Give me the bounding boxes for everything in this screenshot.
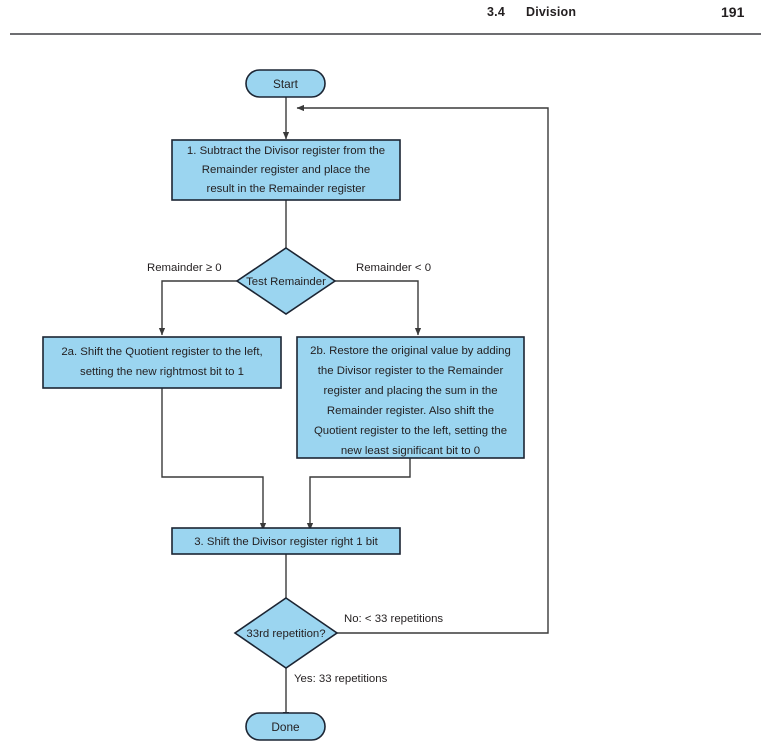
step2b-line-3: register and placing the sum in the: [323, 385, 497, 397]
step2a-line-1: 2a. Shift the Quotient register to the l…: [61, 346, 262, 358]
header-section-title: Division: [526, 5, 577, 19]
page-number: 191: [721, 4, 745, 20]
step3-line-1: 3. Shift the Divisor register right 1 bi…: [194, 536, 378, 548]
done-label: Done: [271, 720, 300, 734]
node-step2b[interactable]: 2b. Restore the original value by adding…: [296, 336, 525, 459]
step1-line-3: result in the Remainder register: [207, 183, 366, 195]
header-divider-rule: [10, 33, 761, 35]
edge-label-no-branch: No: < 33 repetitions: [344, 613, 443, 625]
edge-label-remainder-ge-zero: Remainder ≥ 0: [147, 262, 222, 274]
step1-shape: [171, 139, 401, 201]
connector-step2a-to-step3: [161, 388, 267, 531]
step2b-line-4: Remainder register. Also shift the: [327, 405, 494, 417]
step1-line-2: Remainder register and place the: [202, 164, 370, 176]
step1-line-1: 1. Subtract the Divisor register from th…: [187, 145, 385, 157]
running-head: 3.4 Division 191: [0, 0, 771, 40]
node-repetition-test[interactable]: 33rd repetition?: [233, 597, 339, 669]
node-test-remainder[interactable]: Test Remainder: [235, 247, 337, 315]
node-step2a[interactable]: 2a. Shift the Quotient register to the l…: [42, 336, 282, 389]
step3-shape: [171, 527, 401, 555]
connector-step2b-to-step3: [306, 458, 411, 531]
node-step1[interactable]: 1. Subtract the Divisor register from th…: [171, 139, 401, 201]
done-shape: [245, 712, 326, 741]
connector-test-right-branch: [335, 280, 422, 336]
node-done[interactable]: Done: [245, 712, 326, 741]
test-remainder-shape: [235, 247, 337, 315]
step2b-line-2: the Divisor register to the Remainder: [318, 365, 504, 377]
node-start[interactable]: Start: [245, 69, 326, 98]
step2b-line-1: 2b. Restore the original value by adding: [310, 345, 511, 357]
node-step3[interactable]: 3. Shift the Divisor register right 1 bi…: [171, 527, 401, 555]
start-label: Start: [273, 77, 299, 91]
start-shape: [245, 69, 326, 98]
step2b-line-5: Quotient register to the left, setting t…: [314, 425, 507, 437]
step2a-line-2: setting the new rightmost bit to 1: [80, 366, 244, 378]
flowchart: Start 1. Subtract the Divisor register f…: [0, 40, 771, 752]
step2b-shape: [296, 336, 525, 459]
test-remainder-label: Test Remainder: [246, 276, 326, 288]
flowchart-svg: Start 1. Subtract the Divisor register f…: [42, 69, 549, 741]
connector-test-left-branch: [158, 280, 237, 336]
step2a-shape: [42, 336, 282, 389]
repetition-test-shape: [233, 597, 339, 669]
connector-loop-back: [296, 104, 549, 634]
header-section-number: 3.4: [487, 5, 505, 19]
edge-label-yes-branch: Yes: 33 repetitions: [294, 673, 388, 685]
repetition-test-label: 33rd repetition?: [246, 628, 325, 640]
step2b-line-6: new least significant bit to 0: [341, 445, 480, 457]
edge-label-remainder-lt-zero: Remainder < 0: [356, 262, 431, 274]
